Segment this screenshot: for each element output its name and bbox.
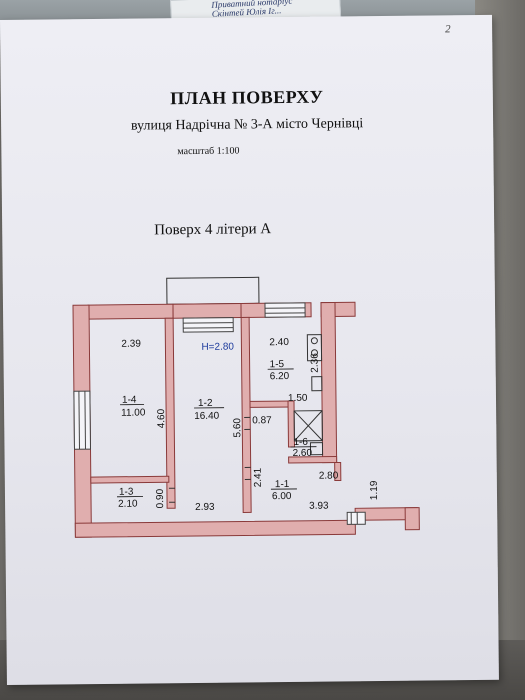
dim-0-87: 0.87: [252, 415, 272, 426]
dim-2-41: 2.41: [253, 467, 264, 487]
room-1-3-id: 1-3: [119, 487, 134, 498]
room-1-2-id: 1-2: [198, 398, 213, 409]
dim-1-19: 1.19: [369, 480, 380, 500]
room-1-6-area: 2.60: [292, 448, 312, 459]
room-1-1-id: 1-1: [275, 479, 290, 490]
door-marks: [168, 416, 251, 503]
dim-2-36: 2.36: [310, 353, 321, 373]
room-1-5-area: 6.20: [270, 371, 290, 382]
entrance-door: [346, 511, 366, 525]
dim-2-80: 2.80: [319, 470, 339, 481]
kitchen-sink: [311, 376, 323, 392]
room-1-1-area: 6.00: [272, 491, 292, 502]
room-1-4-area: 11.00: [121, 407, 146, 418]
dim-2-40: 2.40: [269, 337, 289, 348]
room-1-4-id: 1-4: [122, 395, 137, 406]
document-page: 2 ПЛАН ПОВЕРХУ вулиця Надрічна № 3-А міс…: [0, 14, 499, 685]
dim-2-93: 2.93: [195, 502, 215, 513]
room-1-3-area: 2.10: [118, 499, 138, 510]
ceiling-height: H=2.80: [201, 342, 234, 353]
dim-2-39: 2.39: [121, 339, 141, 350]
bathroom-sink: [309, 442, 324, 456]
bathtub: [293, 410, 323, 442]
left-window: [73, 390, 92, 450]
balcony-door-window: [182, 317, 234, 333]
dim-5-60: 5.60: [232, 418, 243, 438]
balcony-outline: [166, 276, 260, 305]
right-window: [264, 302, 306, 318]
floor-plan-drawing: 1-4 11.00 1-2 16.40 1-5 6.20 1-6 2.60 1-…: [72, 276, 420, 538]
dim-1-50: 1.50: [288, 393, 308, 404]
room-1-6-id: 1-6: [293, 437, 308, 448]
dim-4-60: 4.60: [156, 408, 167, 428]
dim-0-90: 0.90: [155, 488, 166, 508]
kitchen-stove: [306, 334, 323, 362]
room-1-2-area: 16.40: [194, 411, 220, 422]
dim-3-93: 3.93: [309, 501, 329, 512]
room-1-5-id: 1-5: [270, 359, 285, 370]
